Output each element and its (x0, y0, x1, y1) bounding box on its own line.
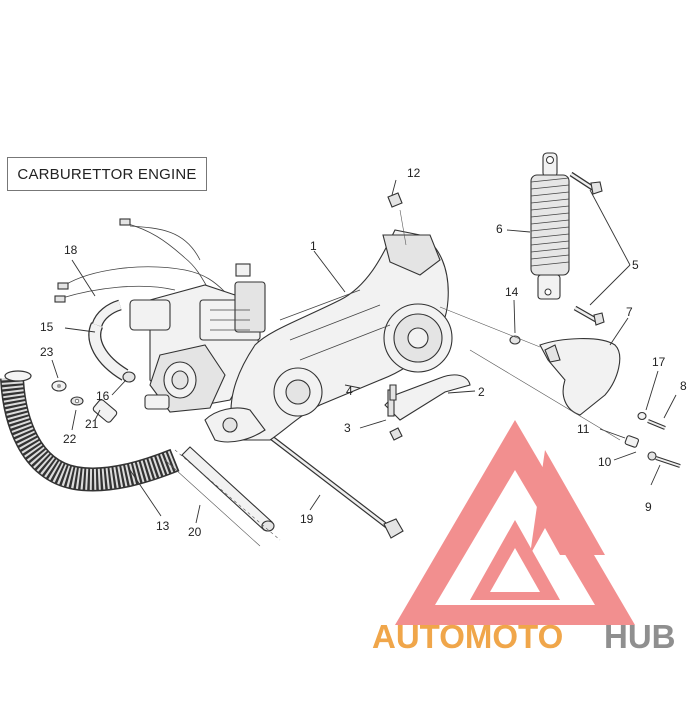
carburettor-assembly (129, 281, 266, 413)
callout-23: 23 (40, 345, 54, 359)
callout-12: 12 (407, 166, 421, 180)
engine-crankcase (204, 229, 453, 443)
callout-16: 16 (96, 389, 110, 403)
callout-7: 7 (626, 305, 633, 319)
callout-2: 2 (478, 385, 485, 399)
callout-3: 3 (344, 421, 351, 435)
callout-6: 6 (496, 222, 503, 236)
callout-21: 21 (85, 417, 99, 431)
callout-18: 18 (64, 243, 78, 257)
callout-19: 19 (300, 512, 314, 526)
shock-bolts (569, 171, 605, 326)
kick-start-lever (384, 374, 471, 421)
hose-part (88, 299, 136, 383)
watermark-text-primary: AUTOMOTO (372, 618, 563, 655)
callout-22: 22 (63, 432, 77, 446)
callout-10: 10 (598, 455, 612, 469)
bolt-small (389, 427, 403, 441)
callout-15: 15 (40, 320, 54, 334)
callout-8: 8 (680, 379, 687, 393)
callout-13: 13 (156, 519, 170, 533)
small-parts-left (51, 380, 118, 423)
callout-labels: 1 2 3 4 5 6 7 8 9 10 11 12 13 14 15 16 1… (40, 166, 687, 539)
callout-14: 14 (505, 285, 519, 299)
callout-9: 9 (645, 500, 652, 514)
air-intake-hose (0, 370, 180, 492)
small-parts-right (509, 335, 681, 468)
shock-absorber (530, 152, 570, 300)
long-bolt (266, 433, 404, 539)
tube-part (181, 446, 275, 532)
leader-lines (51, 179, 677, 547)
watermark-text-secondary: HUB (604, 618, 676, 655)
engine-cover (539, 338, 621, 416)
watermark-text: AUTOMOTO HUB (372, 618, 676, 655)
watermark-logo (395, 420, 635, 625)
wiring-harness (54, 218, 251, 303)
callout-1: 1 (310, 239, 317, 253)
callout-5: 5 (632, 258, 639, 272)
callout-17: 17 (652, 355, 666, 369)
nut-top (387, 192, 403, 208)
diagram-title-text: CARBURETTOR ENGINE (17, 165, 197, 183)
callout-11: 11 (577, 422, 590, 436)
diagram-title: CARBURETTOR ENGINE (7, 157, 207, 191)
callout-4: 4 (346, 384, 353, 398)
callout-20: 20 (188, 525, 202, 539)
